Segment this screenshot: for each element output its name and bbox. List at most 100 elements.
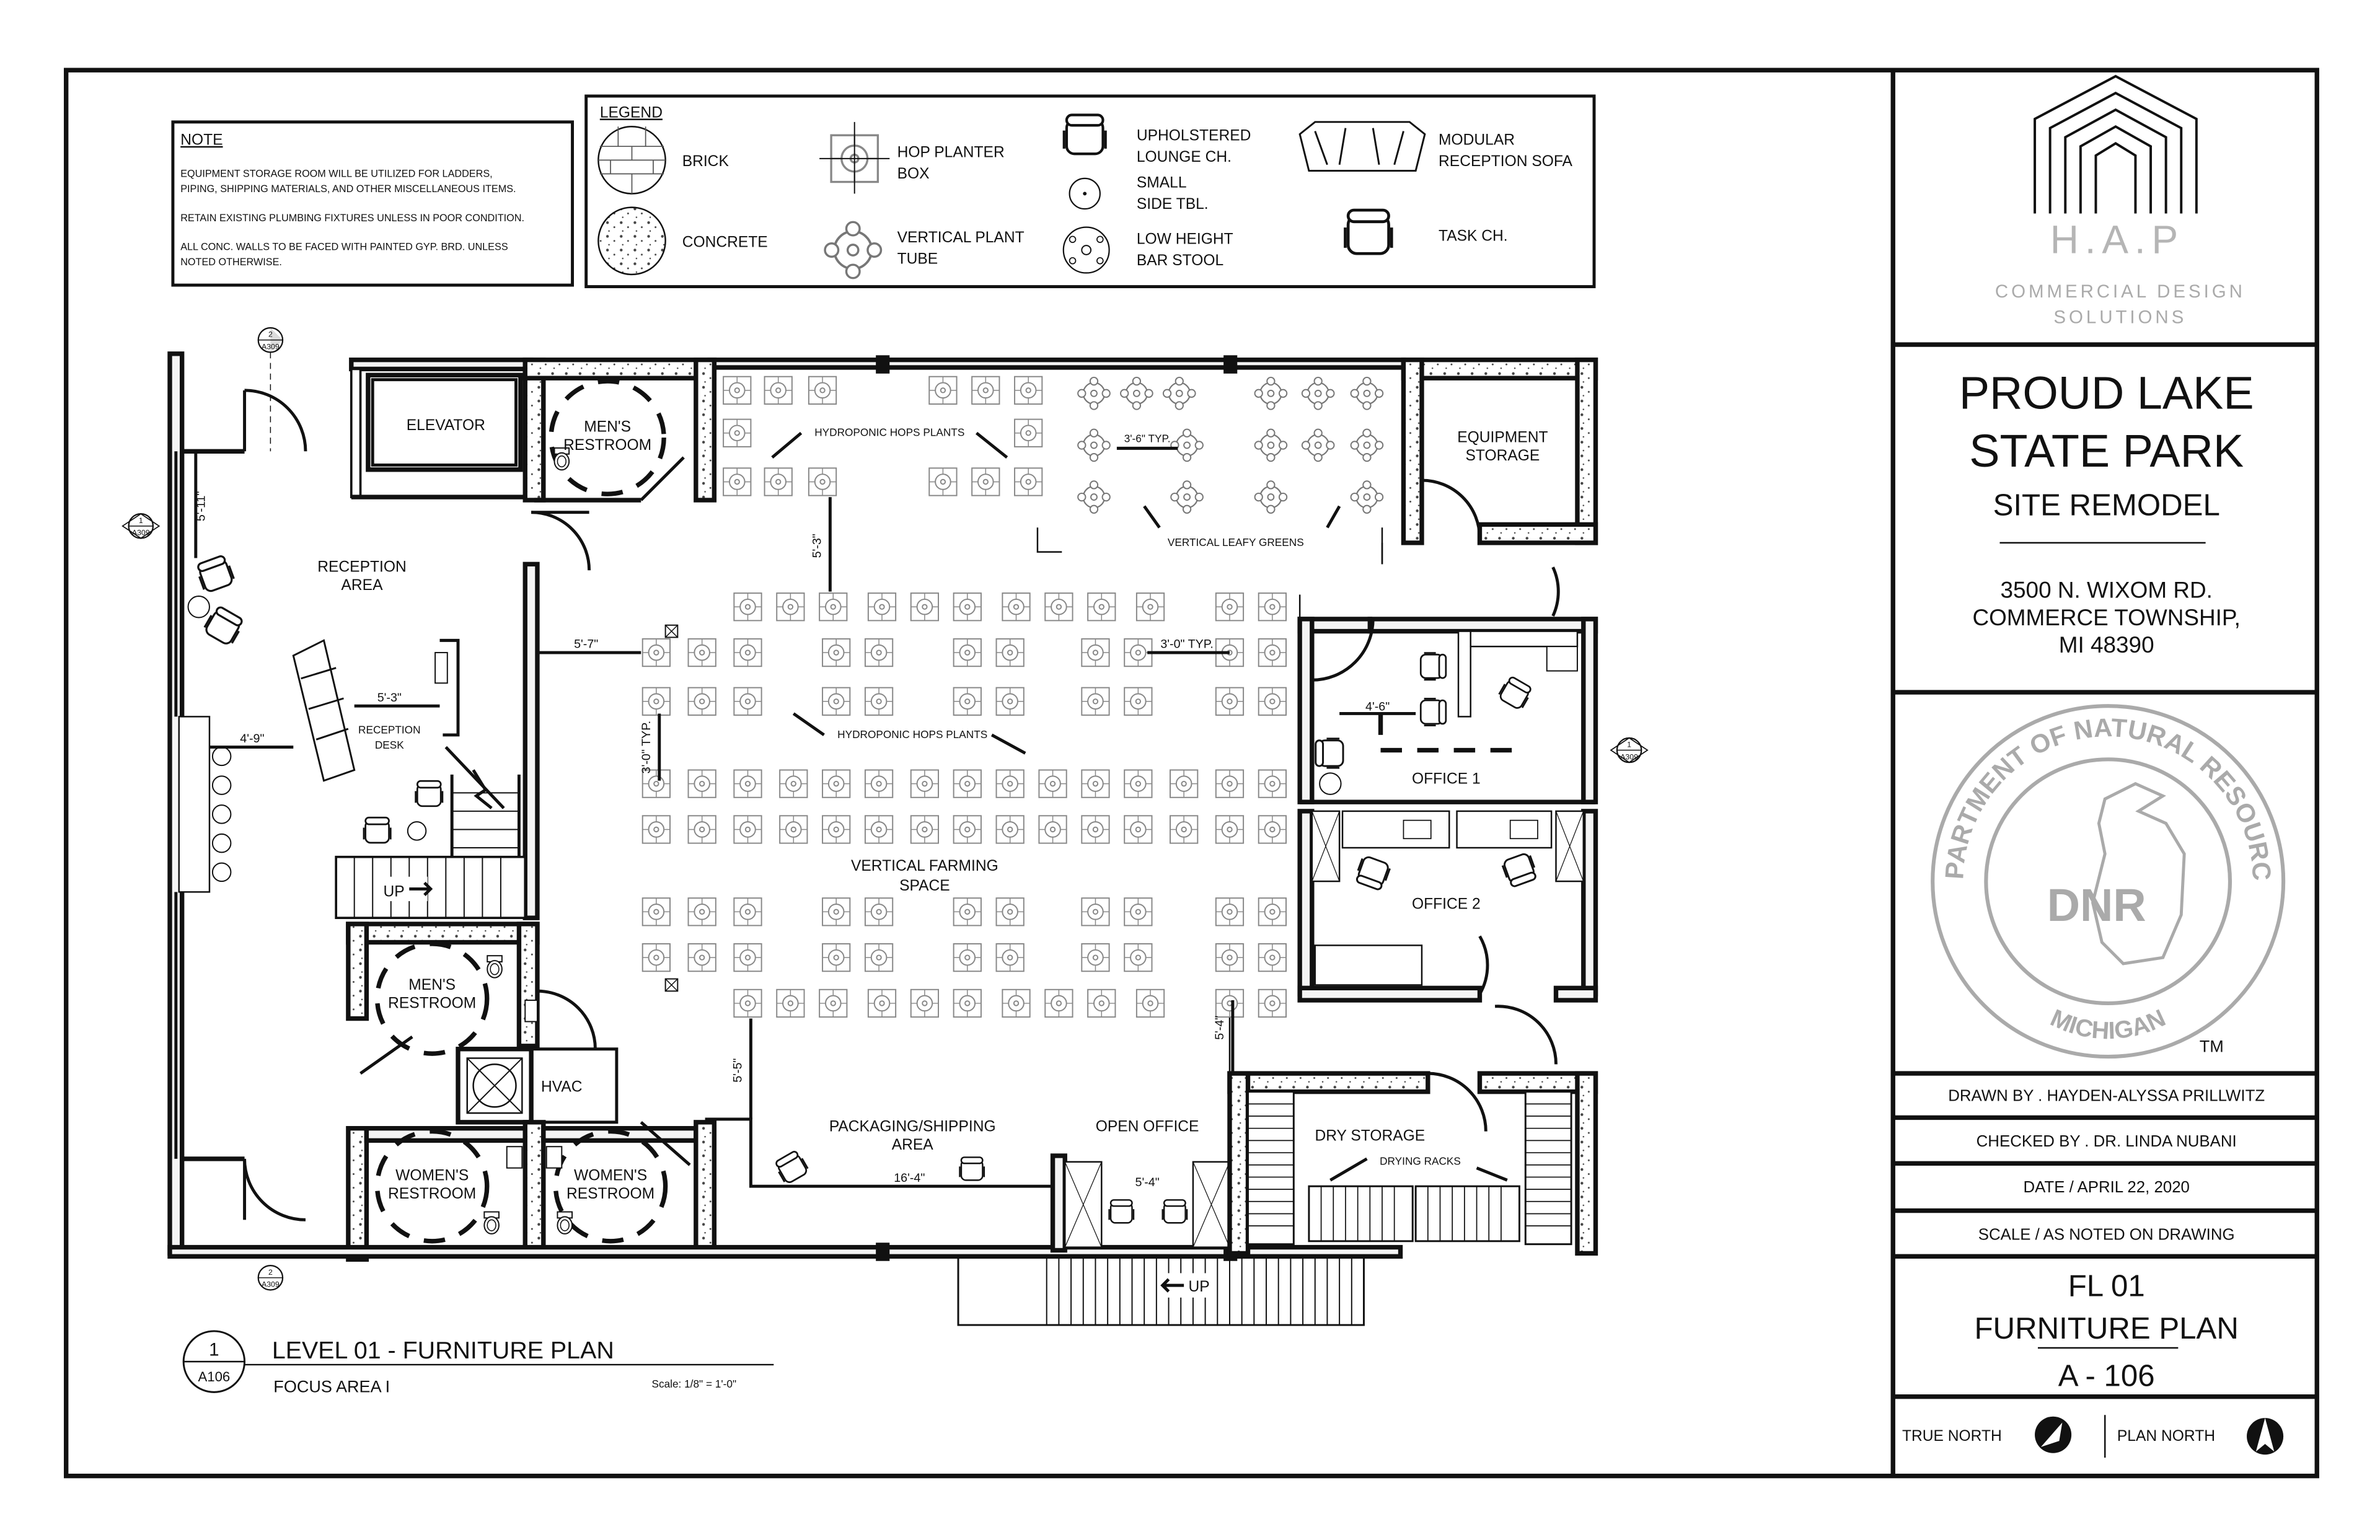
drawing-sheet: A106 [198, 1369, 231, 1384]
seal-state: MICHIGAN [2047, 1004, 2170, 1044]
legend-side-tbl-2: SIDE TBL. [1137, 196, 1209, 213]
legend-task-ch: TASK CH. [1439, 228, 1508, 245]
concrete-symbol-icon [597, 206, 666, 276]
plan-north-label: PLAN NORTH [2117, 1428, 2215, 1445]
toilet-icon [483, 1211, 500, 1235]
callout-left-num: 1 [139, 516, 143, 525]
true-north-label: TRUE NORTH [1902, 1428, 2002, 1445]
lounge-chair [194, 553, 237, 594]
vertical-leafy-label: VERTICAL LEAFY GREENS [1168, 536, 1304, 548]
womens-restroom-2-label: WOMEN'S [574, 1167, 647, 1184]
hydroponic-hops-main-label: HYDROPONIC HOPS PLANTS [837, 728, 987, 741]
dim-4-9: 4'-9" [240, 732, 264, 746]
drawing-scale: Scale: 1/8" = 1'-0" [651, 1378, 736, 1390]
legend-brick: BRICK [682, 153, 729, 170]
section-callout-top: 2 A309 [257, 327, 284, 452]
hap-logo-icon [2034, 74, 2198, 214]
equipment-label: EQUIPMENT [1457, 429, 1548, 446]
address-line-2: COMMERCE TOWNSHIP, [1972, 605, 2241, 630]
packaging-label-2: AREA [892, 1137, 934, 1153]
bar-stools [211, 746, 232, 882]
open-office: OPEN OFFICE 5'-4" [1064, 1119, 1231, 1248]
legend-hop-planter: HOP PLANTER [897, 144, 1005, 161]
dim-5-4-v: 5'-4" [1213, 1016, 1227, 1040]
mens-restroom-label-2: RESTROOM [563, 437, 651, 454]
note-title: NOTE [180, 132, 223, 149]
task-chair [1161, 1199, 1188, 1224]
lounge-chair-icon [1064, 115, 1106, 154]
legend-hop-planter-2: BOX [897, 165, 930, 182]
drawn-by: DRAWN BY . HAYDEN-ALYSSA PRILLWITZ [1948, 1087, 2265, 1104]
dim-4-6: 4'-6" [1365, 700, 1390, 714]
vertical-leafy-greens: VERTICAL LEAFY GREENS 3'-6" TYP. [1077, 376, 1384, 548]
note-line: RETAIN EXISTING PLUMBING FIXTURES UNLESS… [180, 213, 524, 224]
mens-restroom-label: MEN'S [584, 418, 631, 435]
task-chair [1353, 854, 1392, 892]
elevator: ELEVATOR [350, 367, 532, 499]
dim-3-0-typ-v: 3'-0" TYP. [640, 721, 653, 773]
drawing-subtitle: FOCUS AREA I [273, 1377, 390, 1396]
note-line: NOTED OTHERWISE. [180, 257, 282, 268]
project-line-2: STATE PARK [1969, 425, 2244, 477]
drying-racks-label: DRYING RACKS [1380, 1155, 1461, 1168]
date: DATE / APRIL 22, 2020 [2023, 1179, 2189, 1196]
address-line-3: MI 48390 [2059, 632, 2154, 658]
lounge-chair [1315, 737, 1344, 769]
dim-5-7: 5'-7" [574, 638, 598, 651]
reception-desk [434, 638, 505, 809]
dim-3-0-typ-h: 3'-0" TYP. [1160, 638, 1213, 651]
dim-16-4: 16'-4" [894, 1171, 925, 1185]
toilet-icon [557, 1211, 573, 1235]
north-entry-door [243, 389, 307, 452]
vertical-farming-label-2: SPACE [899, 878, 950, 894]
firm-line-2: SOLUTIONS [2053, 307, 2187, 328]
legend-lounge: UPHOLSTERED [1137, 127, 1251, 144]
task-chair [1419, 698, 1447, 727]
callout-top-num: 2 [268, 330, 273, 339]
mens-restroom-top: MEN'S RESTROOM [522, 357, 717, 503]
legend-lounge-2: LOUNGE CH. [1137, 149, 1232, 165]
callout-top-ref: A309 [262, 342, 280, 351]
note-line: PIPING, SHIPPING MATERIALS, AND OTHER MI… [180, 183, 516, 195]
sheet-title: FURNITURE PLAN [1975, 1311, 2239, 1345]
side-table-icon [1069, 177, 1101, 210]
legend-bar-stool: LOW HEIGHT [1137, 231, 1233, 248]
equipment-label-2: STORAGE [1465, 447, 1540, 464]
dry-storage-label: DRY STORAGE [1315, 1127, 1425, 1144]
hvac-label: HVAC [541, 1079, 583, 1096]
note-box: NOTE EQUIPMENT STORAGE ROOM WILL BE UTIL… [171, 120, 574, 287]
hvac-room: HVAC [456, 1047, 619, 1125]
drawing-title-text: LEVEL 01 - FURNITURE PLAN [272, 1337, 614, 1364]
task-chair [363, 816, 392, 844]
legend-concrete: CONCRETE [682, 234, 768, 251]
firm-initials: H.A.P [2050, 217, 2184, 262]
section-callout-right: 1 A309 [1610, 737, 1649, 763]
bar-stool-icon [1062, 226, 1110, 274]
womens-restroom-label-2: RESTROOM [388, 1186, 476, 1202]
callout-bottom-num: 2 [268, 1268, 273, 1277]
dry-storage: DRY STORAGE DRYING RACKS [1227, 1071, 1598, 1256]
task-chair [1496, 674, 1534, 712]
legend-sofa-2: RECEPTION SOFA [1439, 153, 1573, 170]
seal-tm: TM [2200, 1037, 2224, 1056]
reception-label-2: AREA [342, 577, 384, 594]
checked-by: CHECKED BY . DR. LINDA NUBANI [1977, 1133, 2237, 1150]
legend-vertical-plant-2: TUBE [897, 251, 938, 268]
seal-logo: DNR [2047, 879, 2146, 931]
dim-5-3-b: 5'-3" [811, 534, 824, 558]
womens-restroom-2-label-2: RESTROOM [566, 1186, 654, 1202]
column [1223, 355, 1238, 374]
open-office-label: OPEN OFFICE [1096, 1119, 1199, 1135]
task-chair [1419, 652, 1447, 681]
packaging-label: PACKAGING/SHIPPING [829, 1119, 996, 1135]
project-line-1: PROUD LAKE [1959, 367, 2254, 418]
address-line-1: 3500 N. WIXOM RD. [2001, 577, 2213, 602]
plan-north-arrow-icon [2247, 1418, 2284, 1455]
legend-vertical-plant: VERTICAL PLANT [897, 229, 1025, 246]
office-1-label: OFFICE 1 [1412, 771, 1481, 788]
reception-desk-label-2: DESK [375, 739, 404, 751]
firm-line-1: COMMERCIAL DESIGN [1995, 281, 2246, 302]
project-line-3: SITE REMODEL [1993, 488, 2220, 522]
stair: UP [335, 774, 527, 920]
